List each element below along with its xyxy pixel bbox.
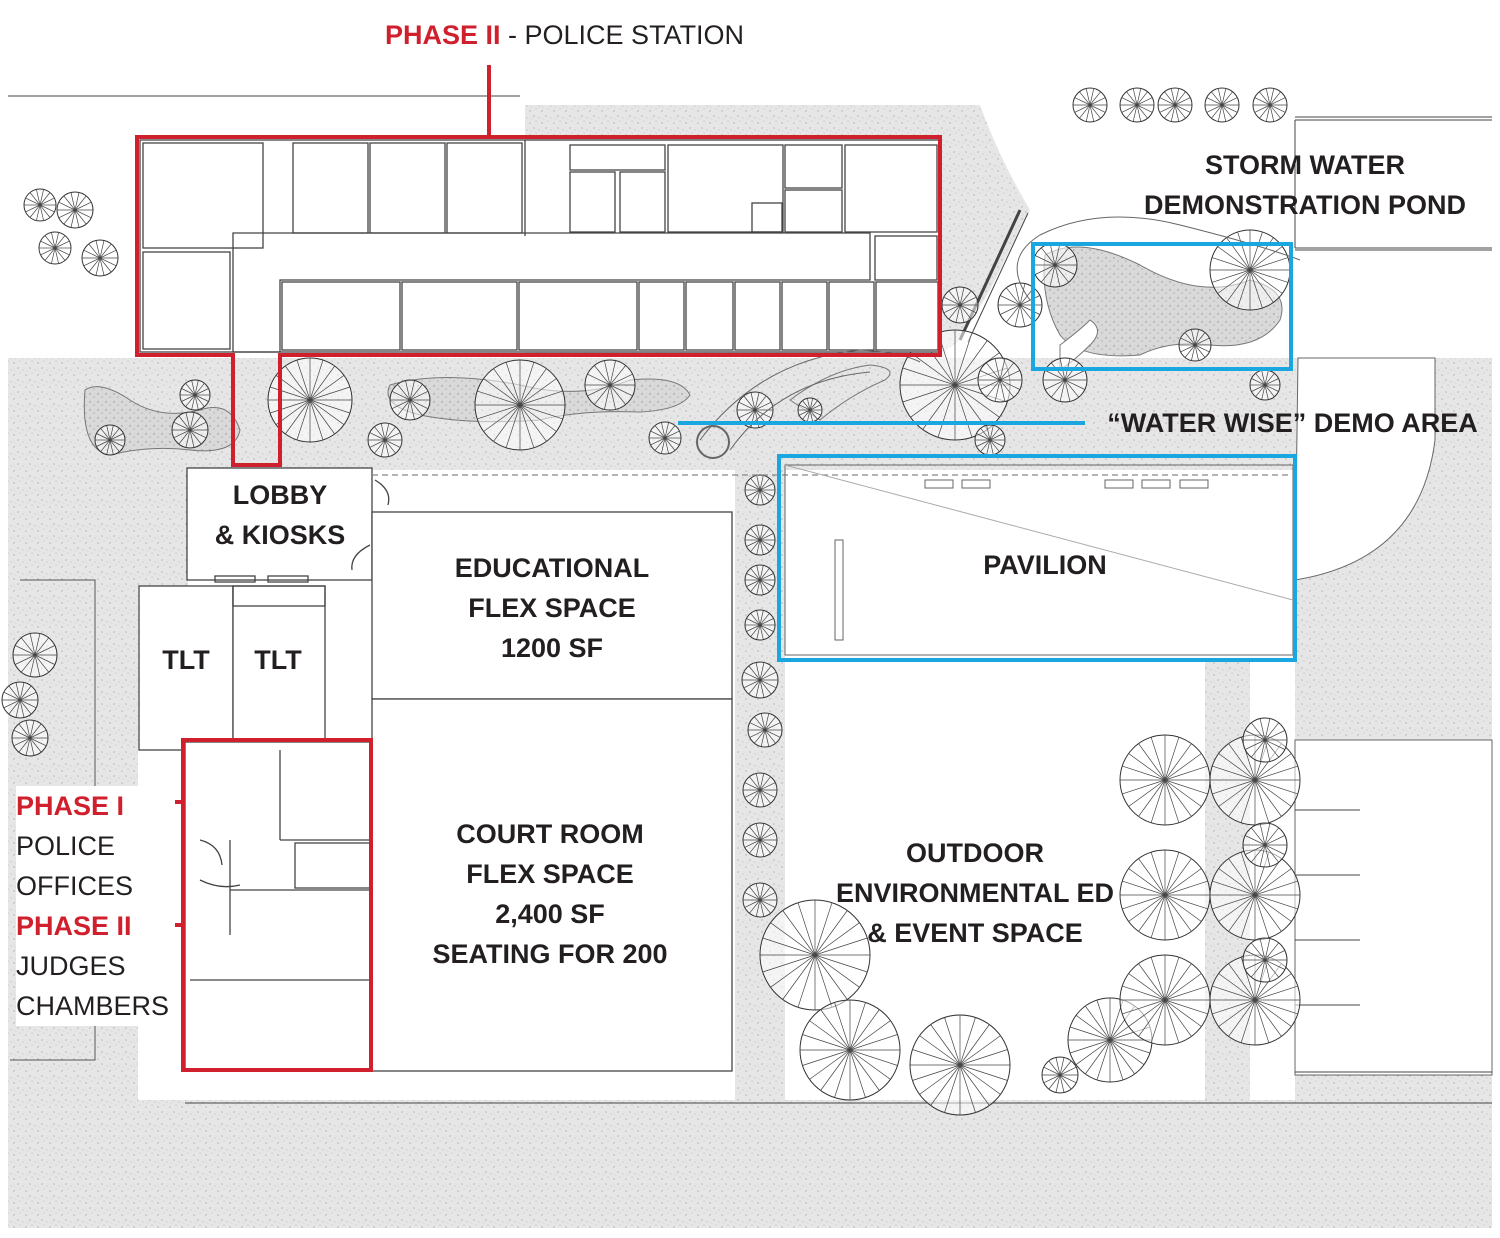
main-building — [138, 467, 1290, 1072]
outdoor-label: OUTDOOR ENVIRONMENTAL ED & EVENT SPACE — [820, 833, 1130, 953]
judges-line2: CHAMBERS — [16, 991, 170, 1021]
phase-i-tag: PHASE I — [16, 791, 125, 821]
outdoor-line2: ENVIRONMENTAL ED — [835, 878, 1114, 908]
phase-i-line2: OFFICES — [16, 871, 134, 901]
phase-ii-judges-tag: PHASE II — [16, 911, 132, 941]
police-station-text: - POLICE STATION — [500, 20, 745, 50]
court-room-line2: FLEX SPACE — [466, 859, 634, 889]
court-room-line1: COURT ROOM — [456, 819, 644, 849]
court-room-line3: 2,400 SF — [495, 899, 605, 929]
educational-line2: FLEX SPACE — [468, 593, 636, 623]
pavilion-structure — [784, 464, 1294, 656]
site-lines — [8, 95, 1492, 1104]
educational-line1: EDUCATIONAL — [454, 553, 650, 583]
water-demo-outlines — [678, 242, 1297, 662]
phase-ii-tag: PHASE II — [385, 20, 501, 50]
outdoor-line3: & EVENT SPACE — [867, 918, 1083, 948]
lobby-line1: LOBBY — [232, 480, 328, 510]
phase-ii-police-label: PHASE II - POLICE STATION — [385, 15, 744, 55]
toilet-label-2: TLT — [254, 645, 302, 675]
judges-line1: JUDGES — [16, 951, 126, 981]
educational-line3: 1200 SF — [500, 633, 604, 663]
storm-water-line1: STORM WATER — [1205, 150, 1405, 180]
lobby-label: LOBBY & KIOSKS — [190, 475, 370, 555]
lobby-line2: & KIOSKS — [214, 520, 346, 550]
north-arrow-icon — [1368, 819, 1432, 921]
storm-water-label: STORM WATER DEMONSTRATION POND — [1120, 145, 1490, 225]
pavilion-label: PAVILION — [983, 550, 1107, 580]
phase-i-label: PHASE I POLICE OFFICES PHASE II JUDGES C… — [16, 786, 176, 1026]
phase-ii-police-outline — [135, 65, 942, 467]
educational-label: EDUCATIONAL FLEX SPACE 1200 SF — [372, 548, 732, 668]
outdoor-line1: OUTDOOR — [906, 838, 1044, 868]
phase-i-line1: POLICE — [16, 831, 116, 861]
toilet-label-1: TLT — [162, 645, 210, 675]
police-station-building — [139, 139, 941, 353]
north-letter: N — [1365, 931, 1435, 1038]
court-room-line4: SEATING FOR 200 — [432, 939, 668, 969]
water-wise-label: “WATER WISE” DEMO AREA — [1107, 408, 1478, 438]
storm-water-line2: DEMONSTRATION POND — [1144, 190, 1466, 220]
court-room-label: COURT ROOM FLEX SPACE 2,400 SF SEATING F… — [372, 814, 728, 974]
